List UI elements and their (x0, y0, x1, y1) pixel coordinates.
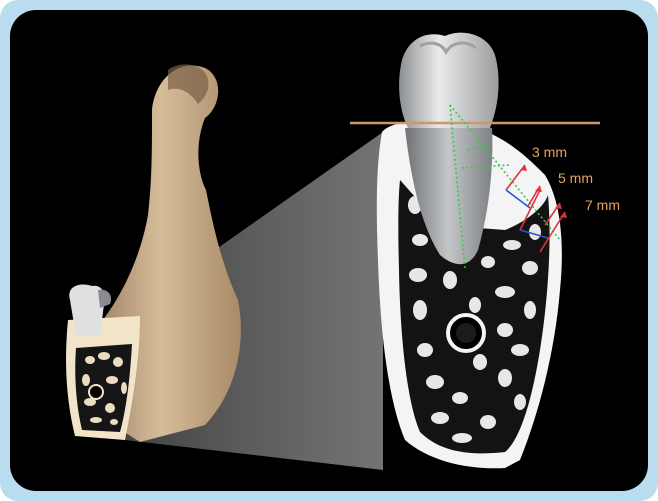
label-7mm: 7 mm (585, 197, 620, 213)
illustration-panel: 3 mm 5 mm 7 mm (10, 10, 648, 491)
mandible-illustration: 3 mm 5 mm 7 mm (10, 10, 648, 491)
label-5mm: 5 mm (558, 170, 593, 186)
label-3mm: 3 mm (532, 144, 567, 160)
